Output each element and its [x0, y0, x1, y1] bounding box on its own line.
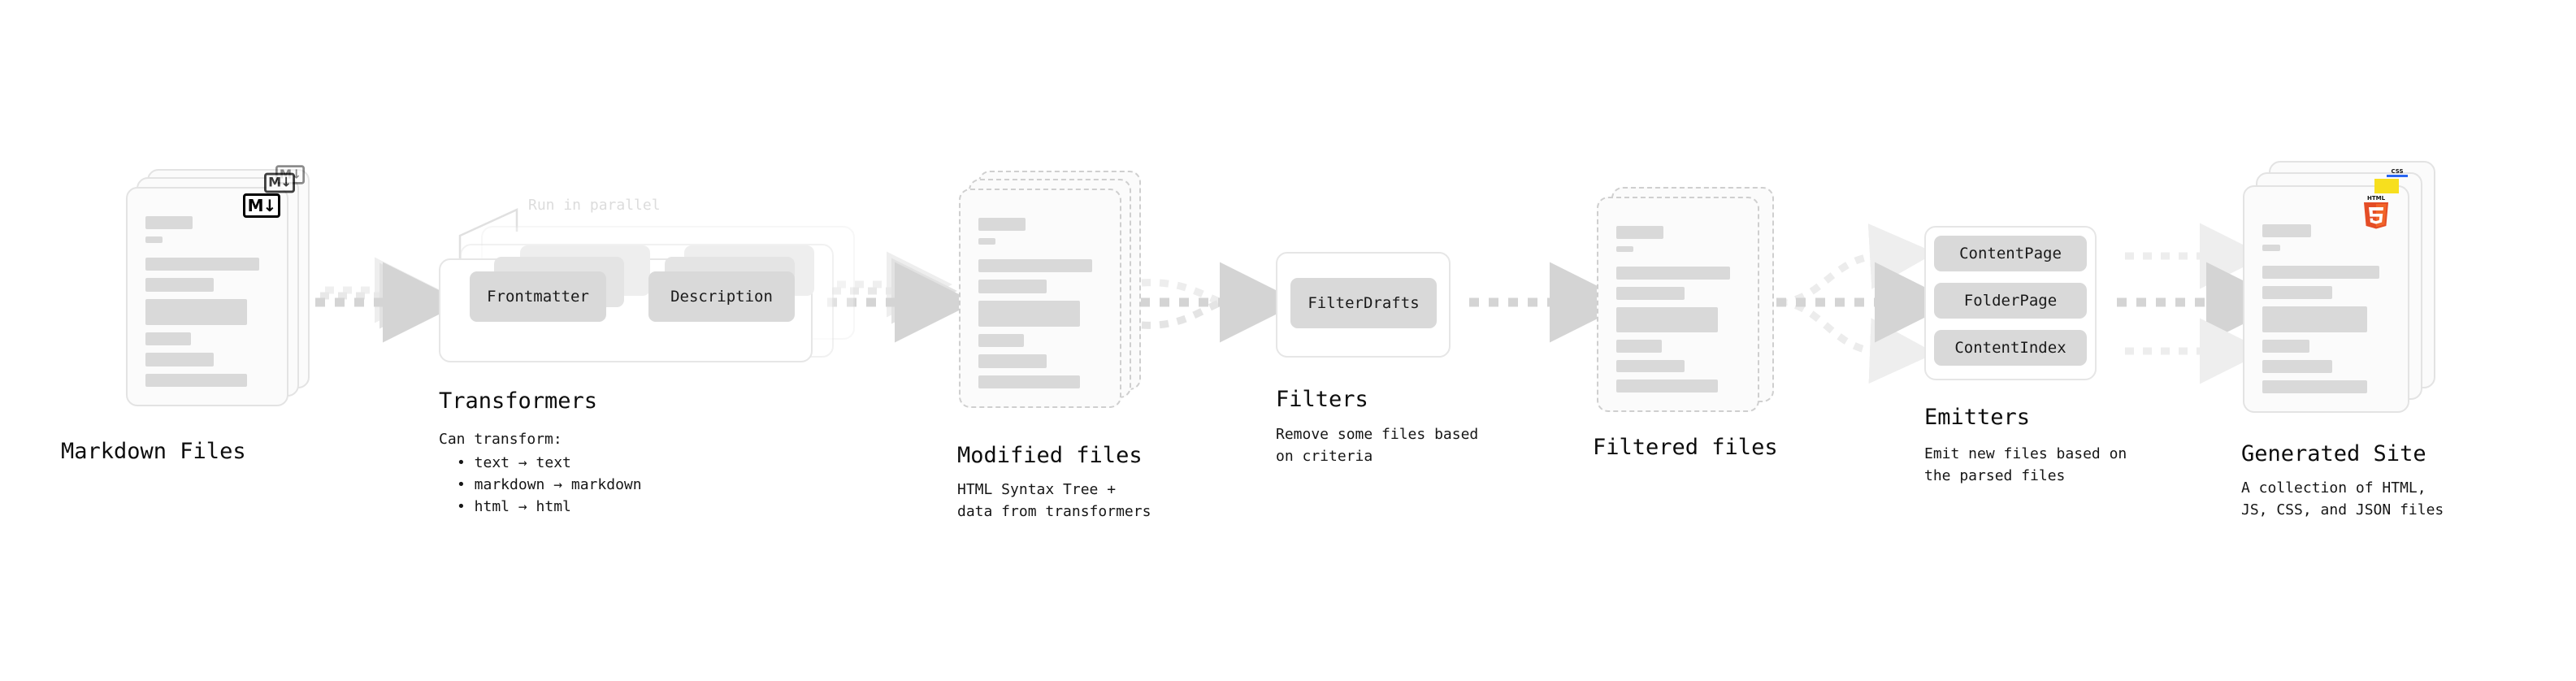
stage-filtered-files: Filtered files — [1593, 187, 1784, 460]
doc-line — [1616, 267, 1730, 280]
doc-line — [1616, 245, 1634, 253]
transformers-subtitle: Can transform: — [439, 431, 562, 448]
doc-line — [145, 373, 247, 387]
transformers-bullet-1: • markdown → markdown — [457, 476, 642, 493]
connector-emitters-to-site — [2117, 223, 2287, 384]
doc-line — [2262, 285, 2333, 299]
doc-line — [2262, 380, 2367, 393]
transformer-chip-description[interactable]: Description — [648, 271, 795, 322]
doc-line — [978, 375, 1080, 388]
doc-line — [978, 238, 996, 245]
filtered-file-card-front — [1597, 197, 1759, 412]
svg-text:HTML: HTML — [2367, 195, 2386, 202]
doc-line — [2262, 245, 2280, 251]
doc-line — [978, 300, 1080, 327]
stage-title-markdown-files: Markdown Files — [61, 439, 246, 464]
filter-chip-filterdrafts[interactable]: FilterDrafts — [1290, 278, 1437, 328]
generated-site-subtitle: A collection of HTML, JS, CSS, and JSON … — [2241, 479, 2444, 518]
doc-line — [2262, 265, 2380, 279]
markdown-file-card-front — [126, 187, 288, 406]
markdown-badge: M↓ — [243, 193, 280, 218]
doc-line — [145, 236, 163, 243]
html5-badge: HTML — [2364, 195, 2388, 229]
emitters-subtitle: Emit new files based on the parsed files — [1924, 445, 2127, 484]
modified-files-subtitle: HTML Syntax Tree + data from transformer… — [957, 481, 1151, 520]
stage-markdown-files: M↓ M↓ M↓ Markdown Files — [61, 165, 321, 464]
stage-modified-files: Modified files HTML Syntax Tree + data f… — [957, 171, 1154, 520]
emitter-chip-folderpage[interactable]: FolderPage — [1934, 283, 2087, 319]
doc-line — [1616, 339, 1663, 353]
doc-line — [978, 218, 1026, 232]
doc-line — [1616, 380, 1718, 393]
svg-text:CSS: CSS — [2391, 168, 2403, 175]
stage-title-filters: Filters — [1276, 387, 1368, 412]
doc-line — [145, 258, 259, 271]
doc-line — [2262, 359, 2333, 373]
connector-filtered-to-emitters — [1776, 223, 1955, 384]
markdown-badge-back1: M↓ — [264, 172, 295, 193]
run-in-parallel-label: Run in parallel — [528, 197, 661, 214]
transformers-bullet-2: • html → html — [457, 498, 571, 515]
doc-line — [978, 280, 1047, 293]
doc-line — [1616, 306, 1718, 332]
doc-line — [145, 332, 192, 346]
doc-line — [978, 259, 1092, 273]
doc-line — [1616, 226, 1663, 239]
stage-title-generated-site: Generated Site — [2241, 441, 2426, 466]
emitter-chip-contentpage[interactable]: ContentPage — [1934, 236, 2087, 271]
doc-line — [2262, 224, 2311, 238]
modified-file-card-front — [959, 189, 1121, 408]
doc-line — [145, 298, 247, 326]
doc-line — [2262, 339, 2310, 353]
js-badge — [2374, 179, 2399, 193]
transformers-bullet-0: • text → text — [457, 454, 571, 471]
doc-line — [145, 278, 214, 292]
stage-title-filtered-files: Filtered files — [1593, 435, 1778, 460]
stage-title-transformers: Transformers — [439, 388, 598, 414]
doc-line — [145, 353, 214, 367]
stage-title-emitters: Emitters — [1924, 405, 2031, 430]
connector-markdown-to-transformers — [315, 257, 463, 343]
filters-subtitle: Remove some files based on criteria — [1276, 426, 1479, 465]
doc-line — [1616, 286, 1685, 300]
doc-line — [978, 354, 1047, 368]
css3-badge: CSS — [2387, 168, 2408, 177]
stage-title-modified-files: Modified files — [957, 443, 1143, 468]
doc-line — [978, 334, 1025, 348]
stage-generated-site: CSS HTML Generated Site A collection of … — [2241, 161, 2446, 518]
doc-line — [145, 216, 193, 230]
transformer-chip-frontmatter[interactable]: Frontmatter — [470, 271, 606, 322]
emitter-chip-contentindex[interactable]: ContentIndex — [1934, 330, 2087, 366]
doc-line — [2262, 306, 2367, 332]
doc-line — [1616, 359, 1685, 373]
